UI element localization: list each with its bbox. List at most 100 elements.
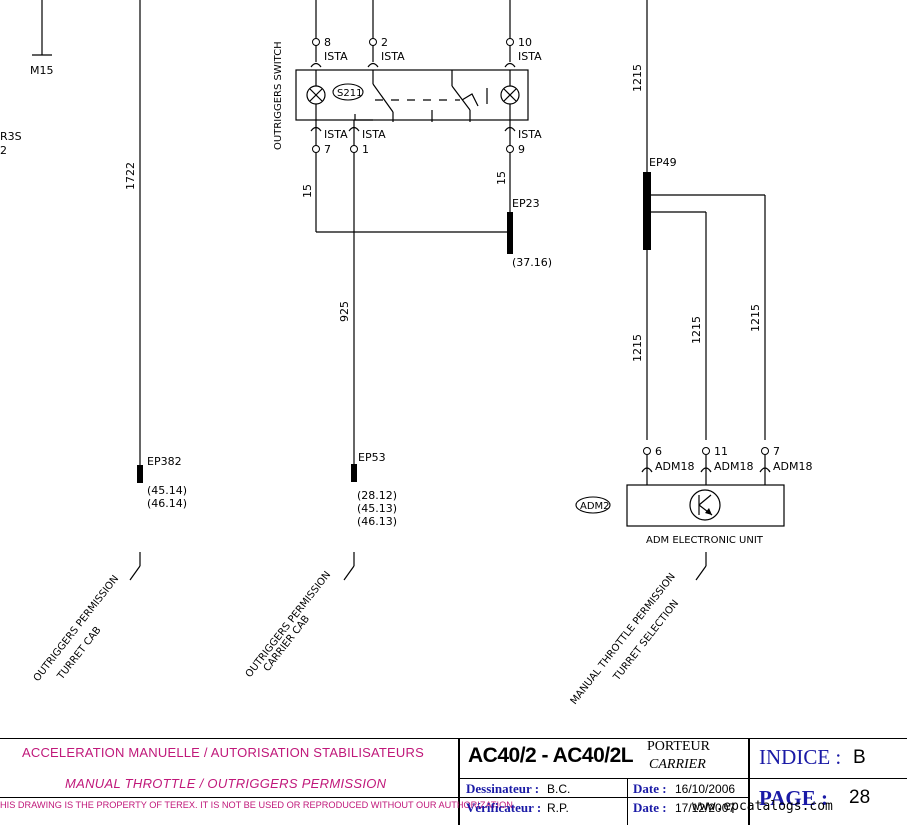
pin2-conn: ISTA — [381, 50, 405, 63]
pin2-num: 2 — [381, 36, 388, 49]
splice-ep382 — [137, 465, 143, 483]
dest-1-leader — [129, 565, 141, 581]
pin10-conn: ISTA — [518, 50, 542, 63]
contact-a-blade — [372, 83, 394, 113]
right-divider — [749, 778, 907, 779]
dessinateur-label: Dessinateur : — [466, 781, 540, 796]
title-fr: ACCELERATION MANUELLE / AUTORISATION STA… — [22, 745, 424, 760]
pin9-num: 9 — [518, 143, 525, 156]
verificateur-value: R.P. — [547, 801, 569, 815]
ep382-ref-1: (45.14) — [147, 484, 187, 497]
pin2-connector-icon — [367, 62, 379, 68]
dest-1-line1: OUTRIGGERS PERMISSION — [32, 574, 122, 684]
watermark: www.epcatalogs.com — [692, 799, 833, 814]
carrier-label: CARRIER — [649, 757, 706, 772]
switch-ref: S211 — [337, 88, 362, 99]
ep53-ref-1: (28.12) — [357, 489, 397, 502]
pin7-num: 7 — [324, 143, 331, 156]
middle-divider — [459, 778, 749, 779]
adm-pin11-conn: ADM18 — [714, 460, 753, 473]
adm-pin6-conn: ADM18 — [655, 460, 694, 473]
ep53-ref-3: (46.13) — [357, 515, 397, 528]
pin10-terminal — [506, 38, 514, 46]
date1-label: Date : — [633, 781, 667, 796]
ep23-ref: (37.16) — [512, 256, 552, 269]
model-name: AC40/2 - AC40/2L — [468, 744, 634, 767]
dessinateur-value: B.C. — [547, 782, 571, 796]
m15-label: M15 — [30, 64, 54, 77]
ep382-ref-2: (46.14) — [147, 497, 187, 510]
wire-15-left-label: 15 — [301, 184, 314, 198]
date2-label: Date : — [633, 800, 667, 815]
pin9-conn: ISTA — [518, 128, 542, 141]
adm-pin11-terminal — [702, 447, 710, 455]
indice-label: INDICE : — [759, 745, 842, 769]
pin8-terminal — [312, 38, 320, 46]
splice-ep53 — [351, 464, 357, 482]
lamp-right-icon — [500, 85, 520, 105]
pin10-num: 10 — [518, 36, 532, 49]
pin7-terminal — [312, 145, 320, 153]
title-block-left — [0, 738, 459, 825]
wire-1215-top-label: 1215 — [631, 64, 644, 92]
r3s-label: R3S — [0, 130, 22, 143]
adm-pin6-num: 6 — [655, 445, 662, 458]
title-divider — [0, 797, 459, 798]
disclaimer: HIS DRAWING IS THE PROPERTY OF TEREX. IT… — [0, 800, 516, 810]
switch-box — [295, 69, 529, 121]
date2-value: 17/12/2007 — [675, 801, 736, 815]
page-label: PAGE : — [759, 786, 829, 810]
wire-15-right-label: 15 — [495, 171, 508, 185]
date1-value: 16/10/2006 — [675, 782, 736, 796]
pin1-conn: ISTA — [362, 128, 386, 141]
wire-1722-label: 1722 — [124, 162, 137, 190]
transistor-icon — [689, 489, 721, 521]
title-block-middle — [459, 738, 749, 825]
ep53-label: EP53 — [358, 451, 386, 464]
dest-3-leader — [695, 565, 707, 581]
verificateur-label: Vérificateur : — [466, 800, 542, 815]
pin8-conn: ISTA — [324, 50, 348, 63]
page-value: 28 — [849, 787, 871, 808]
adm-pin7-conn: ADM18 — [773, 460, 812, 473]
pin10-connector-icon — [504, 62, 516, 68]
title-en: MANUAL THROTTLE / OUTRIGGERS PERMISSION — [65, 776, 387, 791]
pin2-terminal — [369, 38, 377, 46]
wire-1215-c-label: 1215 — [749, 304, 762, 332]
dest-2-line1: OUTRIGGERS PERMISSION — [244, 570, 334, 680]
pin8-num: 8 — [324, 36, 331, 49]
pin9-terminal — [506, 145, 514, 153]
adm-ref: ADM2 — [580, 501, 610, 512]
splice-ep23 — [507, 212, 513, 254]
pin7-conn: ISTA — [324, 128, 348, 141]
wire-1215-a-label: 1215 — [631, 334, 644, 362]
title-block-right — [749, 738, 907, 825]
indice-value: B — [853, 747, 866, 768]
adm-label: ADM ELECTRONIC UNIT — [646, 535, 764, 546]
switch-title: OUTRIGGERS SWITCH — [273, 41, 284, 150]
ep23-label: EP23 — [512, 197, 540, 210]
dest-3-line1: MANUAL THROTTLE PERMISSION — [569, 571, 678, 706]
contact-b-blade — [451, 85, 471, 111]
adm-pin7-terminal — [761, 447, 769, 455]
pin1-terminal — [350, 145, 358, 153]
adm-pin11-num: 11 — [714, 445, 728, 458]
ep49-label: EP49 — [649, 156, 677, 169]
middle-vdivider — [627, 778, 628, 825]
ep382-label: EP382 — [147, 455, 182, 468]
wire-1215-b-label: 1215 — [690, 316, 703, 344]
pin1-num: 1 — [362, 143, 369, 156]
pin8-connector-icon — [310, 62, 322, 68]
porteur-label: PORTEUR — [647, 739, 710, 754]
detent-icon — [461, 93, 479, 107]
r3s-sub-label: 2 — [0, 144, 7, 157]
adm-pin6-terminal — [643, 447, 651, 455]
adm-pin7-num: 7 — [773, 445, 780, 458]
ep53-ref-2: (45.13) — [357, 502, 397, 515]
middle-divider-2 — [459, 797, 749, 798]
lamp-left-icon — [306, 85, 326, 105]
adm-unit-box — [626, 484, 785, 527]
switch-ref-badge — [332, 83, 364, 101]
splice-ep49 — [643, 172, 651, 250]
